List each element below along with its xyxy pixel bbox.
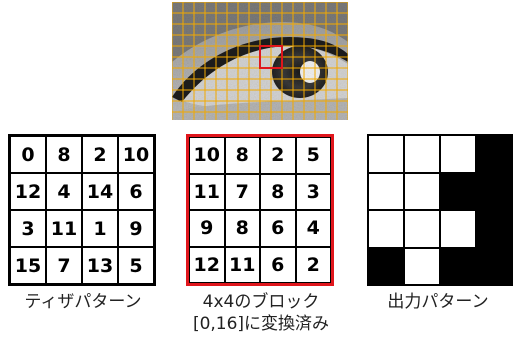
matrix-cell: 13 xyxy=(82,247,118,284)
black-pixel xyxy=(476,135,512,173)
white-pixel xyxy=(368,173,404,211)
black-pixel xyxy=(368,248,404,286)
matrix-cell: 0 xyxy=(10,136,46,173)
matrix-cell: 6 xyxy=(260,210,296,247)
white-pixel xyxy=(404,173,440,211)
dither-matrix-caption: ティザパターン xyxy=(8,291,158,313)
matrix-cell: 15 xyxy=(10,247,46,284)
matrix-cell: 9 xyxy=(189,210,225,247)
matrix-cell: 9 xyxy=(118,210,154,247)
matrix-cell: 3 xyxy=(296,174,332,211)
matrix-cell: 6 xyxy=(260,247,296,284)
white-pixel xyxy=(440,210,476,248)
matrix-cell: 8 xyxy=(260,174,296,211)
white-pixel xyxy=(404,210,440,248)
matrix-cell: 11 xyxy=(46,210,82,247)
eye-photo xyxy=(172,2,348,120)
block-matrix-caption: 4x4のブロック [0,16]に変換済み xyxy=(176,291,346,335)
white-pixel xyxy=(368,135,404,173)
matrix-cell: 10 xyxy=(118,136,154,173)
white-pixel xyxy=(404,248,440,286)
matrix-cell: 6 xyxy=(118,173,154,210)
block-caption-line2: [0,16]に変換済み xyxy=(176,313,346,335)
black-pixel xyxy=(476,210,512,248)
matrix-cell: 8 xyxy=(225,210,261,247)
matrix-cell: 11 xyxy=(189,174,225,211)
matrix-cell: 8 xyxy=(225,137,261,174)
white-pixel xyxy=(440,135,476,173)
matrix-cell: 5 xyxy=(118,247,154,284)
matrix-cell: 12 xyxy=(189,247,225,284)
matrix-cell: 3 xyxy=(10,210,46,247)
matrix-cell: 10 xyxy=(189,137,225,174)
matrix-cell: 1 xyxy=(82,210,118,247)
matrix-cell: 4 xyxy=(296,210,332,247)
output-pattern-caption: 出力パターン xyxy=(362,291,514,313)
matrix-cell: 4 xyxy=(46,173,82,210)
matrix-cell: 11 xyxy=(225,247,261,284)
matrix-cell: 12 xyxy=(10,173,46,210)
black-pixel xyxy=(440,173,476,211)
white-pixel xyxy=(404,135,440,173)
white-pixel xyxy=(368,210,404,248)
black-pixel xyxy=(476,248,512,286)
matrix-cell: 2 xyxy=(82,136,118,173)
output-pattern xyxy=(367,134,513,286)
matrix-cell: 7 xyxy=(46,247,82,284)
black-pixel xyxy=(476,173,512,211)
matrix-cell: 14 xyxy=(82,173,118,210)
black-pixel xyxy=(440,248,476,286)
matrix-cell: 8 xyxy=(46,136,82,173)
matrix-cell: 2 xyxy=(296,247,332,284)
block-caption-line1: 4x4のブロック xyxy=(176,291,346,313)
matrix-cell: 2 xyxy=(260,137,296,174)
matrix-cell: 7 xyxy=(225,174,261,211)
matrix-cell: 5 xyxy=(296,137,332,174)
